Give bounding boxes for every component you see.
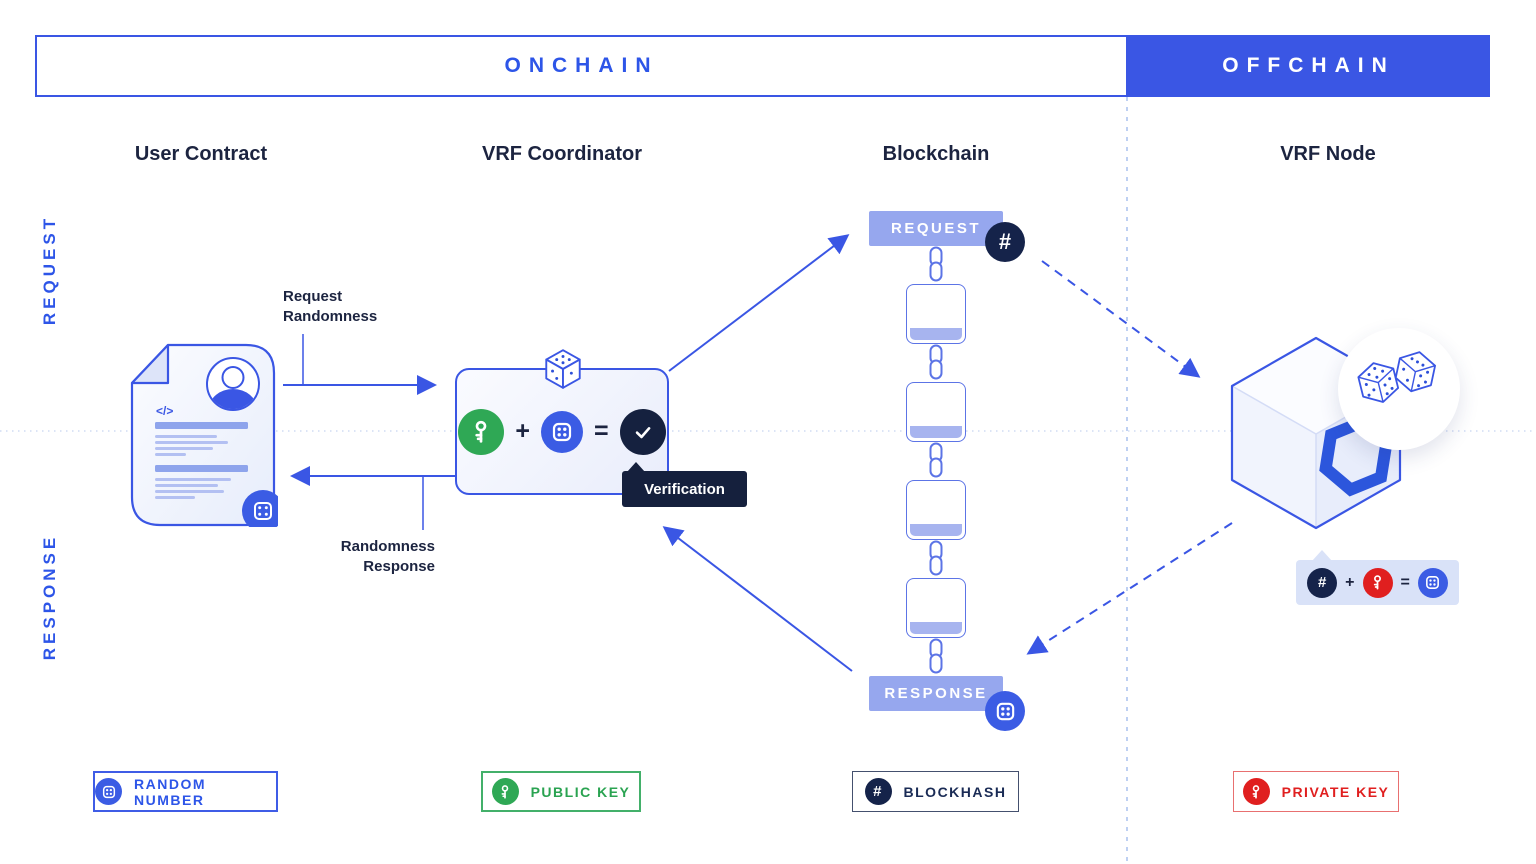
- blockhash-icon: #: [985, 222, 1025, 262]
- randomness-response-label: Randomness Response: [340, 538, 435, 575]
- key-icon: [491, 778, 519, 805]
- check-icon: [619, 408, 666, 455]
- legend-blockhash: # BLOCKHASH: [852, 771, 1019, 812]
- verification-tooltip: Verification: [622, 462, 747, 507]
- chain-link-icon: [926, 638, 946, 676]
- block: [906, 382, 966, 442]
- blockchain-stack: REQUEST RESPONSE: [869, 211, 1003, 711]
- legend-public-key: PUBLIC KEY: [481, 771, 641, 812]
- offchain-header: OFFCHAIN: [1127, 35, 1490, 97]
- onchain-header: ONCHAIN: [35, 35, 1128, 97]
- column-title-blockchain: Blockchain: [882, 143, 990, 165]
- legend-label: BLOCKHASH: [903, 783, 1007, 800]
- legend-private-key: PRIVATE KEY: [1233, 771, 1399, 812]
- legend-label: RANDOM NUMBER: [134, 775, 206, 808]
- code-icon: </>: [156, 404, 173, 418]
- block: [906, 284, 966, 344]
- request-block-label: REQUEST: [869, 211, 1003, 246]
- response-block-label: RESPONSE: [869, 676, 1003, 711]
- node-formula-tooltip: # + =: [1296, 550, 1459, 605]
- legend-random-number: RANDOM NUMBER: [93, 771, 278, 812]
- die-3d-icon: [545, 349, 581, 389]
- legend-label: PUBLIC KEY: [530, 783, 631, 800]
- equals-operator: =: [594, 417, 609, 445]
- block: [906, 578, 966, 638]
- node-to-response-dashed-arrow: [1026, 522, 1233, 655]
- block: [906, 480, 966, 540]
- response-to-coordinator-arrow: [662, 526, 853, 672]
- verification-formula: + =: [458, 408, 666, 455]
- key-icon: [1242, 778, 1270, 805]
- blockhash-to-node-dashed-arrow: [1041, 260, 1201, 378]
- legend-label: PRIVATE KEY: [1281, 783, 1390, 800]
- random-number-dice-icon: [1417, 567, 1448, 598]
- chain-link-icon: [926, 442, 946, 480]
- chain-link-icon: [926, 246, 946, 284]
- private-key-icon: [1362, 567, 1393, 598]
- response-side-label: RESPONSE: [40, 533, 59, 661]
- dice-pair-icon: [1338, 328, 1460, 450]
- blockhash-icon: #: [1307, 567, 1338, 598]
- chain-link-icon: [926, 540, 946, 578]
- dice-icon: [242, 490, 278, 527]
- equals-operator: =: [1400, 573, 1410, 591]
- coordinator-to-request-arrow: [668, 234, 850, 372]
- dice-icon: [95, 778, 122, 805]
- request-side-label: REQUEST: [40, 214, 59, 326]
- hash-icon: #: [864, 778, 892, 805]
- plus-operator: +: [515, 417, 530, 445]
- chain-link-icon: [926, 344, 946, 382]
- column-title-vrf-coordinator: VRF Coordinator: [482, 143, 642, 165]
- random-number-dice-icon: [985, 691, 1025, 731]
- public-key-icon: [458, 408, 505, 455]
- avatar-icon: [206, 357, 260, 411]
- random-number-dice-icon: [541, 410, 583, 453]
- column-title-user-contract: User Contract: [134, 143, 268, 165]
- request-randomness-label: Request Randomness: [283, 288, 378, 325]
- plus-operator: +: [1345, 573, 1355, 591]
- column-title-vrf-node: VRF Node: [1280, 143, 1376, 165]
- user-contract-document-icon: </>: [130, 343, 278, 527]
